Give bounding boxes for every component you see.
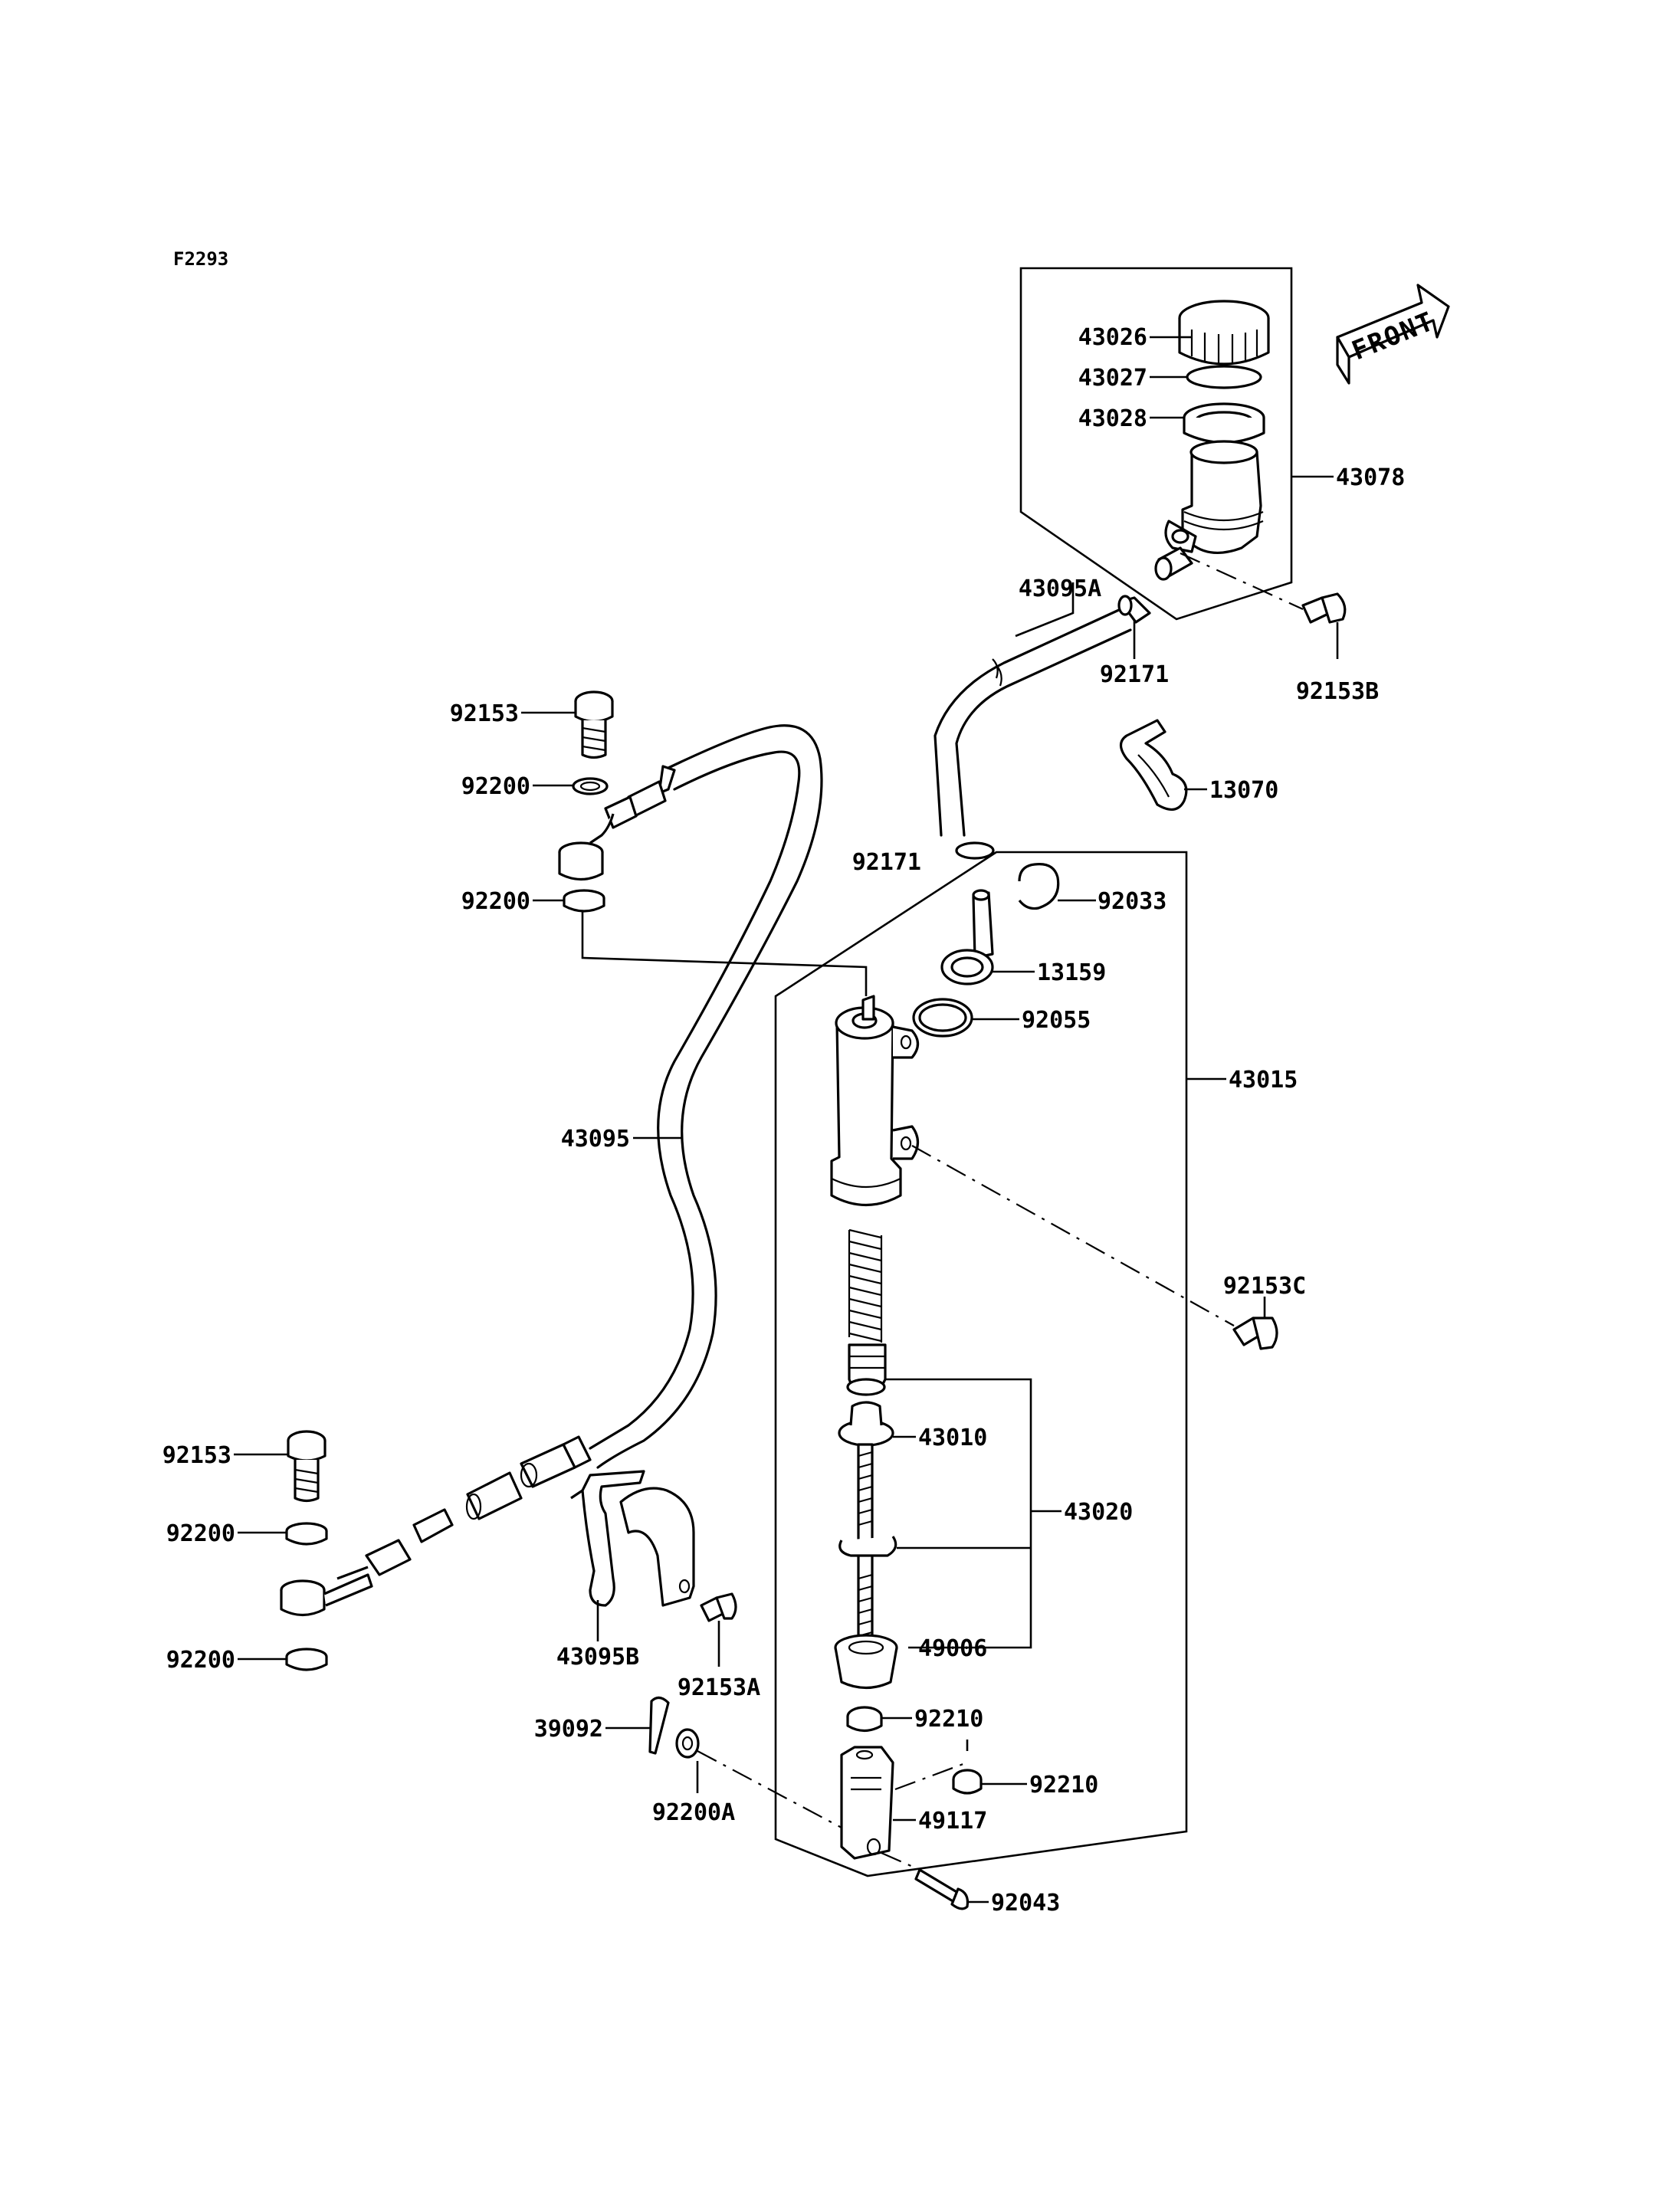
label-39092: 39092 [534,1716,603,1743]
label-43020: 43020 [1064,1499,1133,1526]
circlip-92033 [1018,863,1096,910]
diaphragm [1183,402,1265,444]
washer-92200-lower-2 [238,1648,328,1671]
brake-hose [280,724,823,1617]
label-92153-lower: 92153 [162,1442,231,1469]
reservoir-hose [934,582,1151,860]
push-rod [838,1401,916,1657]
nut-92210-upper [846,1706,912,1733]
label-49117: 49117 [918,1808,987,1835]
reservoir-body [1154,440,1264,581]
banjo-bolt-upper [521,690,614,759]
reservoir-cap [1178,300,1270,366]
front-arrow-icon: FRONT [1336,284,1450,385]
label-43027: 43027 [1078,365,1147,392]
label-92043: 92043 [991,1890,1060,1917]
hose-clamp [570,1470,695,1641]
label-92033: 92033 [1098,888,1166,915]
label-92200-upper-2: 92200 [461,888,530,915]
label-92200-upper-1: 92200 [461,773,530,800]
label-49006: 49006 [918,1635,987,1662]
bolt-92153B [1180,552,1347,659]
pin-92043 [881,1851,989,1910]
label-92153B: 92153B [1296,678,1379,705]
diaphragm-plate [1186,365,1262,389]
clip-13070 [1119,719,1207,811]
connector-13159 [940,889,1035,985]
reservoir-assembly [1019,267,1334,621]
washer-92200-lower-1 [238,1522,328,1546]
label-92210-lower: 92210 [1029,1772,1098,1799]
label-92200-lower-1: 92200 [166,1520,235,1547]
label-92200A: 92200A [652,1799,735,1826]
dust-boot [834,1634,898,1690]
master-cylinder-assembly [774,851,1226,1877]
label-92171-bottom: 92171 [852,849,921,876]
figure-code: F2293 [173,248,228,270]
clevis [840,1746,916,1860]
label-92171-top: 92171 [1100,661,1169,688]
washer-92200-upper-2 [533,889,605,913]
piston-assembly [846,1343,1061,1649]
o-ring-92055 [912,998,1019,1038]
label-92210-upper: 92210 [914,1706,983,1733]
label-43078: 43078 [1336,464,1405,491]
label-92055: 92055 [1022,1007,1091,1034]
banjo-bolt-lower [234,1430,326,1503]
label-13159: 13159 [1037,959,1106,986]
label-92200-lower-2: 92200 [166,1647,235,1674]
bolt-92153A [700,1592,737,1667]
master-cylinder-body [830,995,920,1207]
nut-92210-lower [894,1740,1027,1795]
label-43095A: 43095A [1019,575,1101,602]
label-43026: 43026 [1078,324,1147,351]
label-92153-upper: 92153 [450,700,519,727]
label-43010: 43010 [918,1425,987,1451]
label-92153A: 92153A [678,1674,760,1701]
label-43028: 43028 [1078,405,1147,432]
cotter-pin [605,1696,670,1755]
label-43095B: 43095B [556,1644,639,1671]
spring [848,1228,883,1343]
label-43095: 43095 [561,1126,630,1153]
label-43015: 43015 [1229,1067,1298,1094]
label-92153C: 92153C [1223,1273,1306,1300]
washer-92200-upper-1 [533,777,609,795]
bolt-92153C [911,1145,1278,1350]
washer-92200A [675,1728,842,1828]
label-13070: 13070 [1209,777,1278,804]
labels: 43026 43027 43028 43078 43095A 92171 921… [162,324,1406,1917]
